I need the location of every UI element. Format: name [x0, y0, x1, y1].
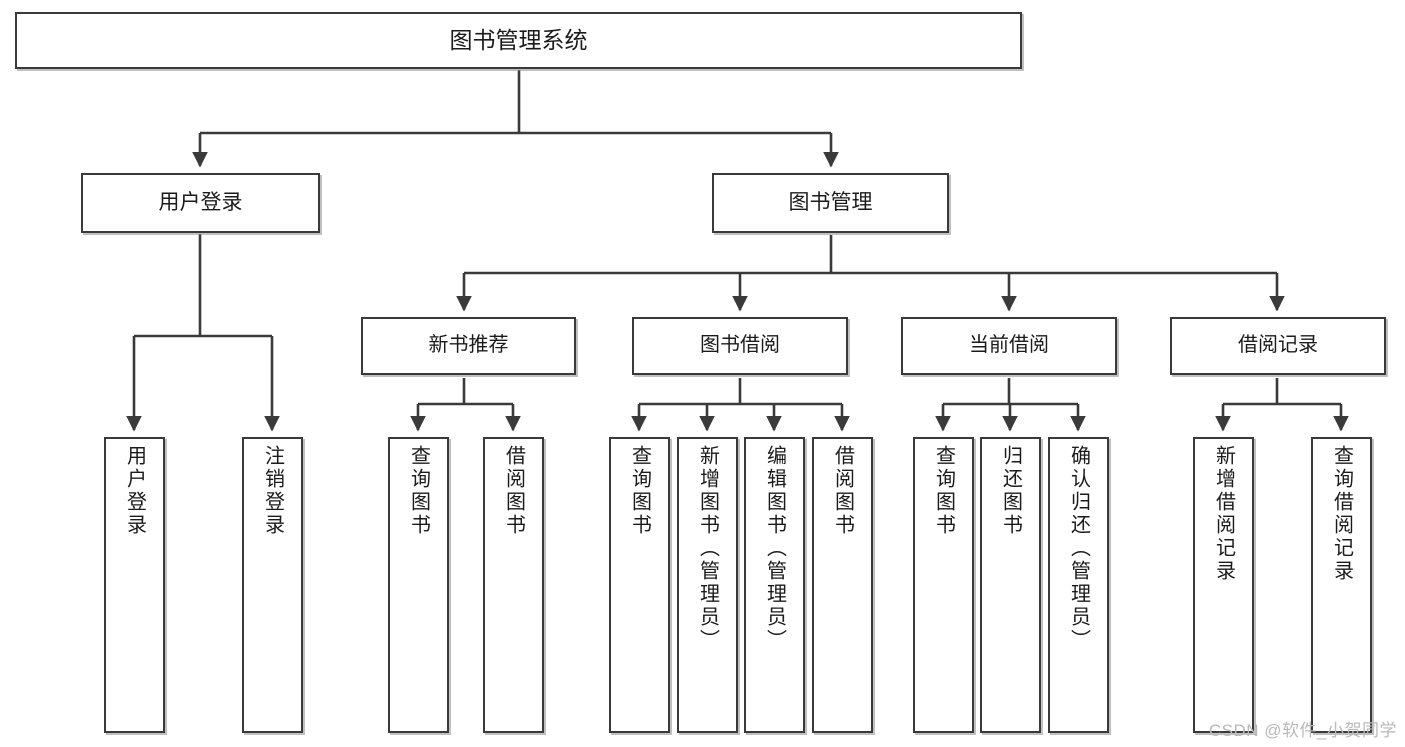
node-new-book-recommend[interactable]: 新书推荐: [361, 317, 576, 375]
node-book-borrow-label: 图书借阅: [700, 334, 780, 357]
leaf-confirm-return[interactable]: 确认归还（管理员）: [1048, 437, 1109, 733]
leaf-query-book-3-label: 查询图书: [932, 445, 955, 537]
node-new-book-recommend-label: 新书推荐: [428, 334, 509, 357]
leaf-borrow-book-2[interactable]: 借阅图书: [812, 437, 873, 733]
leaf-borrow-book-1-label: 借阅图书: [502, 445, 525, 537]
leaf-borrow-book-1[interactable]: 借阅图书: [483, 437, 544, 733]
node-current-borrow-label: 当前借阅: [969, 334, 1049, 357]
leaf-user-login-label: 用户登录: [123, 445, 146, 537]
leaf-add-book[interactable]: 新增图书（管理员）: [677, 437, 738, 733]
node-book-management[interactable]: 图书管理: [712, 173, 949, 233]
leaf-logout-login[interactable]: 注销登录: [242, 437, 303, 733]
watermark-text: CSDN @软件_小贺同学: [1208, 721, 1397, 740]
node-root[interactable]: 图书管理系统: [15, 12, 1022, 69]
node-user-login-label: 用户登录: [158, 190, 243, 214]
node-current-borrow[interactable]: 当前借阅: [901, 317, 1117, 375]
leaf-edit-book-label: 编辑图书（管理员）: [763, 445, 786, 652]
leaf-borrow-book-2-label: 借阅图书: [831, 445, 854, 537]
leaf-logout-login-label: 注销登录: [261, 445, 284, 537]
node-borrow-record-label: 借阅记录: [1238, 334, 1318, 357]
leaf-user-login[interactable]: 用户登录: [104, 437, 165, 733]
node-user-login[interactable]: 用户登录: [81, 173, 320, 233]
leaf-query-book-1[interactable]: 查询图书: [388, 437, 449, 733]
node-book-borrow[interactable]: 图书借阅: [632, 317, 848, 375]
leaf-return-book-label: 归还图书: [999, 445, 1022, 537]
leaf-confirm-return-label: 确认归还（管理员）: [1067, 445, 1090, 652]
leaf-query-record-label: 查询借阅记录: [1330, 445, 1353, 583]
leaf-query-book-2[interactable]: 查询图书: [609, 437, 670, 733]
leaf-query-book-1-label: 查询图书: [407, 445, 430, 537]
node-book-management-label: 图书管理: [788, 190, 873, 214]
leaf-add-record-label: 新增借阅记录: [1212, 445, 1235, 583]
leaf-add-book-label: 新增图书（管理员）: [696, 445, 719, 652]
leaf-query-book-2-label: 查询图书: [628, 445, 651, 537]
leaf-query-record[interactable]: 查询借阅记录: [1311, 437, 1372, 733]
node-borrow-record[interactable]: 借阅记录: [1170, 317, 1386, 375]
leaf-edit-book[interactable]: 编辑图书（管理员）: [744, 437, 805, 733]
node-root-label: 图书管理系统: [449, 26, 588, 53]
leaf-add-record[interactable]: 新增借阅记录: [1193, 437, 1254, 733]
leaf-return-book[interactable]: 归还图书: [980, 437, 1041, 733]
leaf-query-book-3[interactable]: 查询图书: [913, 437, 974, 733]
